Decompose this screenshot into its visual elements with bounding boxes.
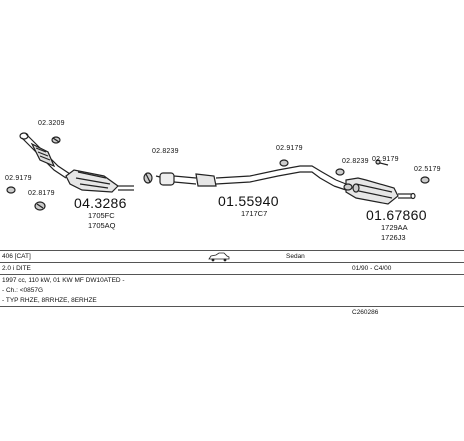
body-type: Sedan <box>286 253 305 260</box>
cat-part-number: 04.3286 <box>74 195 127 211</box>
rear-part-number: 01.67860 <box>366 207 427 223</box>
engine-name: 2.0 i DITE <box>2 265 31 272</box>
exhaust-diagram-drawing <box>6 132 430 211</box>
clamp-label-mid: 02.8239 <box>152 148 179 155</box>
table-divider <box>0 262 464 263</box>
vehicle-info-table: 406 [CAT] Sedan 2.0 i DITE 01/90 - C4/00… <box>0 246 464 316</box>
engine-codes: - TYP RHZE, 8RRHZE, 8ERHZE <box>2 297 97 304</box>
table-divider <box>0 274 464 275</box>
info-row-chassis: - Ch.: <0857G <box>0 285 464 296</box>
production-dates: 01/90 - C4/00 <box>352 265 392 272</box>
clamp-label-left-2: 02.8179 <box>28 190 55 197</box>
clamp-label-rear-2: 02.9179 <box>372 156 399 163</box>
mid-ref: 1717C7 <box>241 209 268 218</box>
info-row-engine: 2.0 i DITE 01/90 - C4/00 <box>0 263 464 274</box>
clamp-label-rear-3: 02.5179 <box>414 166 441 173</box>
model-name: 406 [CAT] <box>2 253 31 260</box>
clamp-label-rear-1: 02.8239 <box>342 158 369 165</box>
table-divider <box>0 306 464 307</box>
cat-ref-1: 1705FC <box>88 211 115 220</box>
rear-ref-2: 1726J3 <box>381 233 406 242</box>
rear-ref-1: 1729AA <box>381 223 408 232</box>
engine-spec: 1997 cc, 110 kW, 01 KW MF DW10ATED - <box>2 277 125 284</box>
middle-pipe-assembly <box>155 165 337 187</box>
clamp-label-top-cat: 02.3209 <box>38 120 65 127</box>
info-row-model: 406 [CAT] Sedan <box>0 251 464 262</box>
catalog-code: C260286 <box>352 309 379 316</box>
info-row-catalog: C260286 <box>0 307 464 318</box>
table-divider <box>0 250 464 251</box>
info-row-spec: 1997 cc, 110 kW, 01 KW MF DW10ATED - <box>0 275 464 286</box>
catalytic-converter <box>65 169 134 193</box>
clamps <box>6 136 430 211</box>
cat-ref-2: 1705AQ <box>88 221 116 230</box>
exhaust-diagram: 02.3209 02.9179 02.8179 04.3286 1705FC 1… <box>5 120 441 242</box>
clamp-label-left-1: 02.9179 <box>5 175 32 182</box>
car-icon <box>208 252 230 264</box>
clamp-label-rear-top: 02.9179 <box>276 145 303 152</box>
front-downpipe <box>19 132 71 179</box>
rear-silencer <box>333 177 416 205</box>
mid-part-number: 01.55940 <box>218 193 279 209</box>
chassis-number: - Ch.: <0857G <box>2 287 44 294</box>
info-row-codes: - TYP RHZE, 8RRHZE, 8ERHZE <box>0 295 464 306</box>
